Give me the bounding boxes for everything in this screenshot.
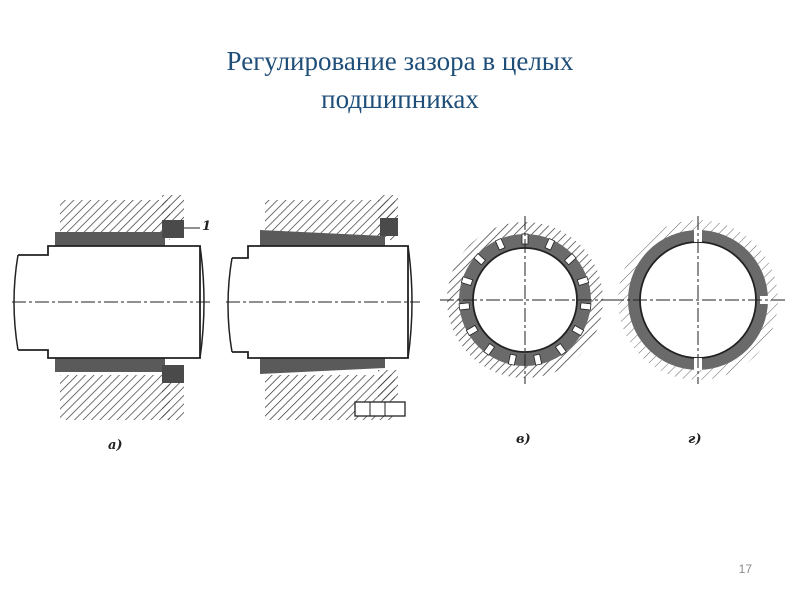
caption-g: г) — [688, 432, 702, 447]
bushing-bottom-b — [260, 358, 385, 374]
technical-drawing: 1 — [12, 195, 786, 420]
housing-bottom-a — [60, 375, 170, 420]
nut-top-b — [380, 218, 398, 236]
page-number: 17 — [738, 562, 752, 576]
nut-bottom-a — [162, 365, 184, 383]
view-g-split-bushing — [610, 216, 786, 384]
slide-title-line-2: подшипниках — [321, 84, 479, 114]
bushing-top-a — [55, 232, 165, 246]
caption-a: а) — [108, 438, 123, 453]
flange-bottom-b — [378, 370, 398, 400]
nut-top-a — [162, 220, 184, 238]
bushing-bottom-a — [55, 358, 165, 372]
bushing-top-b — [260, 230, 385, 246]
view-v-split-bushing — [440, 216, 610, 384]
adjusting-bolt — [354, 401, 406, 417]
part-label-1: 1 — [202, 219, 211, 234]
view-a-bearing-section: 1 — [12, 195, 212, 420]
slide-title: Регулирование зазора в целых подшипниках — [0, 42, 800, 118]
caption-v: в) — [516, 432, 531, 447]
bearing-clearance-drawing: 1 — [0, 180, 800, 470]
slide-title-line-1: Регулирование зазора в целых — [226, 46, 574, 76]
view-b-bearing-section — [226, 195, 420, 420]
